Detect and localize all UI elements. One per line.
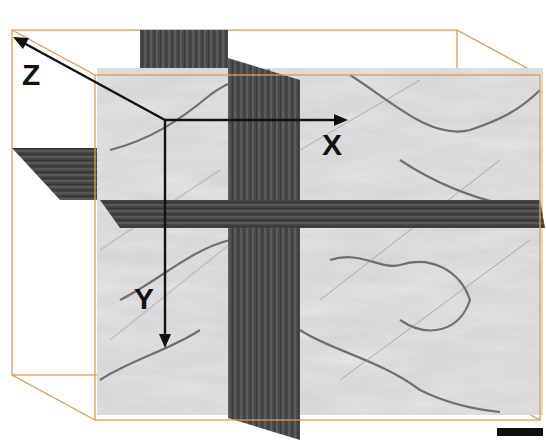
- axis-label: Y: [134, 284, 154, 314]
- bounding-box-front: [95, 75, 540, 420]
- axis-label: Z: [22, 60, 40, 90]
- axis-label: X: [322, 130, 342, 160]
- yz-slice-front: [228, 58, 300, 440]
- axes: [13, 37, 348, 348]
- scale-bar: [497, 428, 543, 436]
- xz-slice-front: [100, 200, 545, 228]
